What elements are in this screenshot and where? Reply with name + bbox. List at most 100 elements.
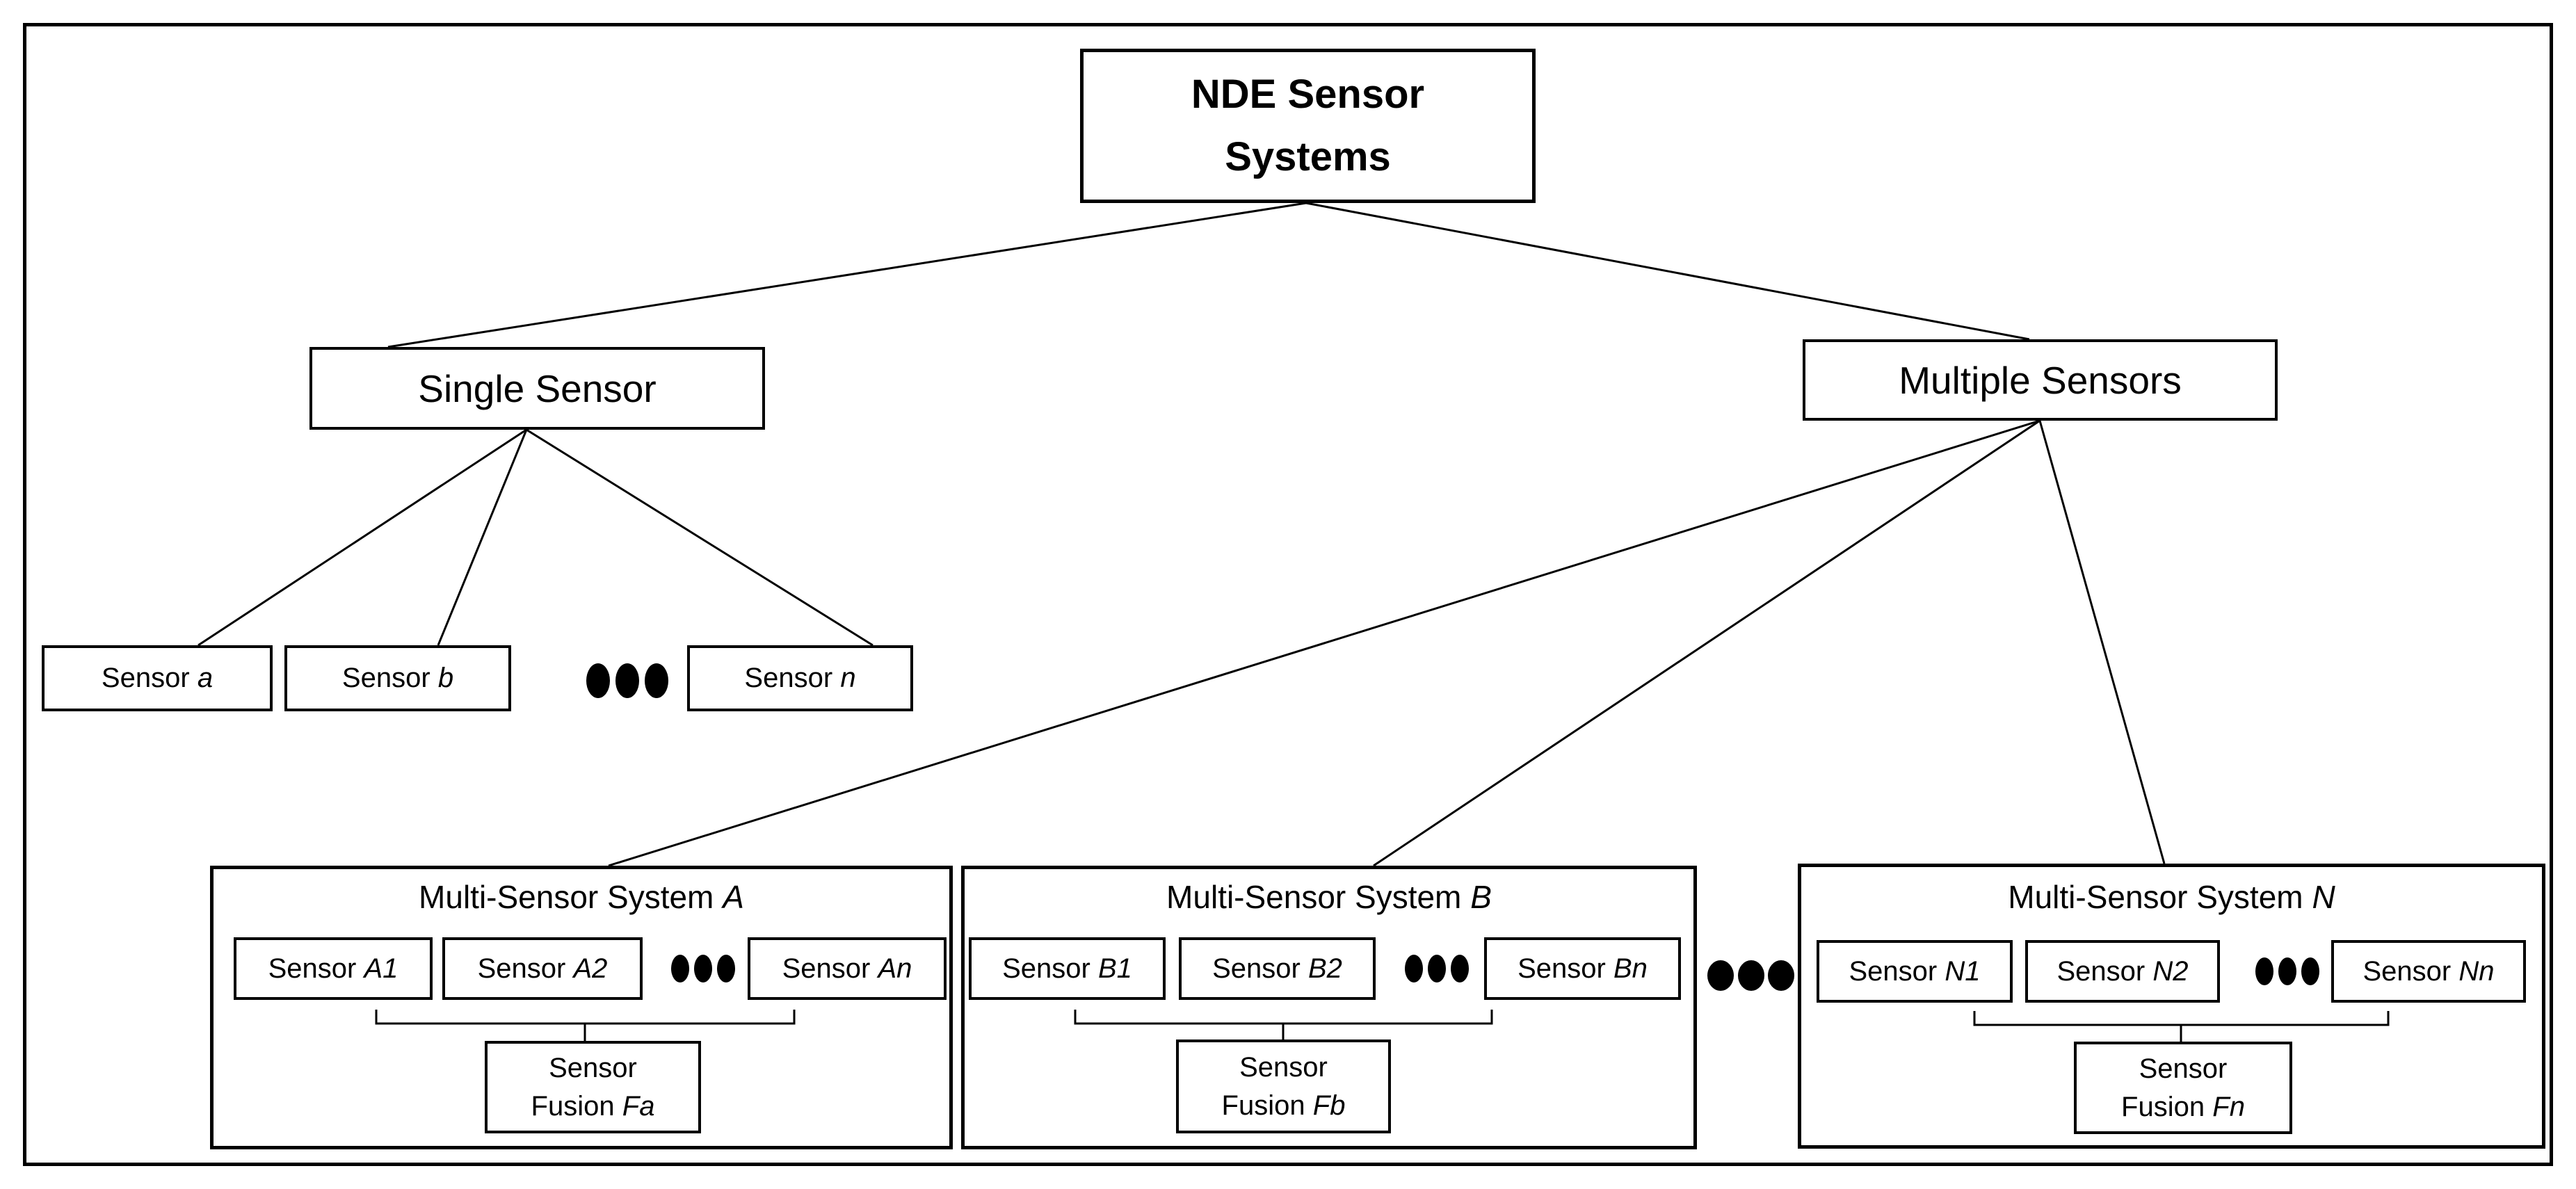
ellipsis-icon-between-systems <box>1707 960 1794 991</box>
ellipsis-icon-system-b <box>1405 954 1469 983</box>
sensor-b1-box: Sensor B1 <box>969 937 1166 1000</box>
fusion-bracket-b <box>1074 1010 1493 1040</box>
system-a-title-prefix: Multi-Sensor System <box>419 879 714 915</box>
dot-icon <box>586 663 610 698</box>
sensor-a2-id: A2 <box>573 953 608 984</box>
dot-icon <box>717 955 735 982</box>
system-b-title-prefix: Multi-Sensor System <box>1166 879 1462 915</box>
system-b-title-id: B <box>1470 879 1492 915</box>
dot-icon <box>1405 955 1423 982</box>
dot-icon <box>694 955 712 982</box>
sensor-bn-prefix: Sensor <box>1518 953 1606 984</box>
multiple-sensors-label: Multiple Sensors <box>1899 358 2182 402</box>
sensor-n2-prefix: Sensor <box>2056 955 2146 987</box>
sensor-nn-id: Nn <box>2458 955 2495 987</box>
root-label-line1: NDE Sensor <box>1191 72 1425 118</box>
sensor-b2-prefix: Sensor <box>1212 953 1301 984</box>
sensor-b-id: b <box>437 663 454 693</box>
sensor-b-prefix: Sensor <box>341 663 430 693</box>
dot-icon <box>1707 960 1734 991</box>
fusion-a-line2-prefix: Fusion <box>531 1090 615 1122</box>
ellipsis-icon-single-row <box>586 662 668 699</box>
root-node-nde-sensor-systems: NDE Sensor Systems <box>1080 49 1536 203</box>
connector-multiple-to-system-n <box>2038 420 2166 864</box>
fusion-a-line2-id: Fa <box>622 1090 655 1122</box>
dot-icon <box>2301 957 2319 985</box>
dot-icon <box>1737 960 1764 991</box>
dot-icon <box>615 663 639 698</box>
sensor-n-id: n <box>840 663 856 693</box>
sensor-a1-prefix: Sensor <box>268 953 357 984</box>
fusion-bracket-a <box>375 1010 796 1041</box>
sensor-n2-id: N2 <box>2152 955 2189 987</box>
fusion-a-line1: Sensor <box>549 1052 637 1083</box>
connector-single-to-sensor-b <box>437 429 528 646</box>
sensor-b1-id: B1 <box>1098 953 1132 984</box>
sensor-nn-prefix: Sensor <box>2362 955 2452 987</box>
sensor-a2-prefix: Sensor <box>477 953 566 984</box>
sensor-an-prefix: Sensor <box>782 953 871 984</box>
connector-single-to-sensor-n <box>526 428 874 647</box>
ellipsis-icon-system-a <box>671 954 735 983</box>
sensor-b2-id: B2 <box>1308 953 1342 984</box>
branch-node-single-sensor: Single Sensor <box>309 347 765 430</box>
fusion-n-line2-id: Fn <box>2212 1091 2245 1122</box>
fusion-b-line1: Sensor <box>1239 1051 1328 1083</box>
fusion-b-line2-id: Fb <box>1312 1090 1346 1121</box>
system-a-container <box>210 866 953 1149</box>
dot-icon <box>1428 955 1446 982</box>
single-sensor-label: Single Sensor <box>418 366 657 410</box>
system-n-container <box>1798 864 2545 1149</box>
sensor-n1-prefix: Sensor <box>1849 955 1938 987</box>
sensor-an-id: An <box>878 953 912 984</box>
dot-icon <box>1451 955 1469 982</box>
sensor-b1-prefix: Sensor <box>1002 953 1090 984</box>
dot-icon <box>2255 957 2273 985</box>
sensor-a-prefix: Sensor <box>101 663 190 693</box>
branch-node-multiple-sensors: Multiple Sensors <box>1803 339 2278 421</box>
fusion-b-line2-prefix: Fusion <box>1221 1090 1305 1121</box>
connector-root-to-single <box>387 202 1307 348</box>
sensor-bn-id: Bn <box>1613 953 1648 984</box>
system-n-title-id: N <box>2312 879 2335 915</box>
page-border <box>23 23 2553 1166</box>
sensor-n-prefix: Sensor <box>744 663 833 693</box>
connector-multiple-to-system-b <box>1373 419 2040 867</box>
connector-single-to-sensor-a <box>198 428 527 647</box>
system-n-title-prefix: Multi-Sensor System <box>2008 879 2303 915</box>
fusion-n-line1: Sensor <box>2139 1053 2228 1084</box>
connector-multiple-to-system-a <box>608 419 2040 867</box>
dot-icon <box>1768 960 1794 991</box>
sensor-n1-id: N1 <box>1945 955 1981 987</box>
ellipsis-icon-system-n <box>2255 957 2319 986</box>
sensor-a1-id: A1 <box>364 953 399 984</box>
sensor-a-id: a <box>197 663 214 693</box>
dot-icon <box>645 663 668 698</box>
fusion-n-line2-prefix: Fusion <box>2121 1091 2205 1122</box>
dot-icon <box>671 955 689 982</box>
connector-root-to-multiple <box>1305 202 2030 341</box>
system-a-title-id: A <box>723 879 744 915</box>
root-label-line2: Systems <box>1225 134 1391 179</box>
system-b-container <box>961 866 1697 1149</box>
dot-icon <box>2278 957 2296 985</box>
